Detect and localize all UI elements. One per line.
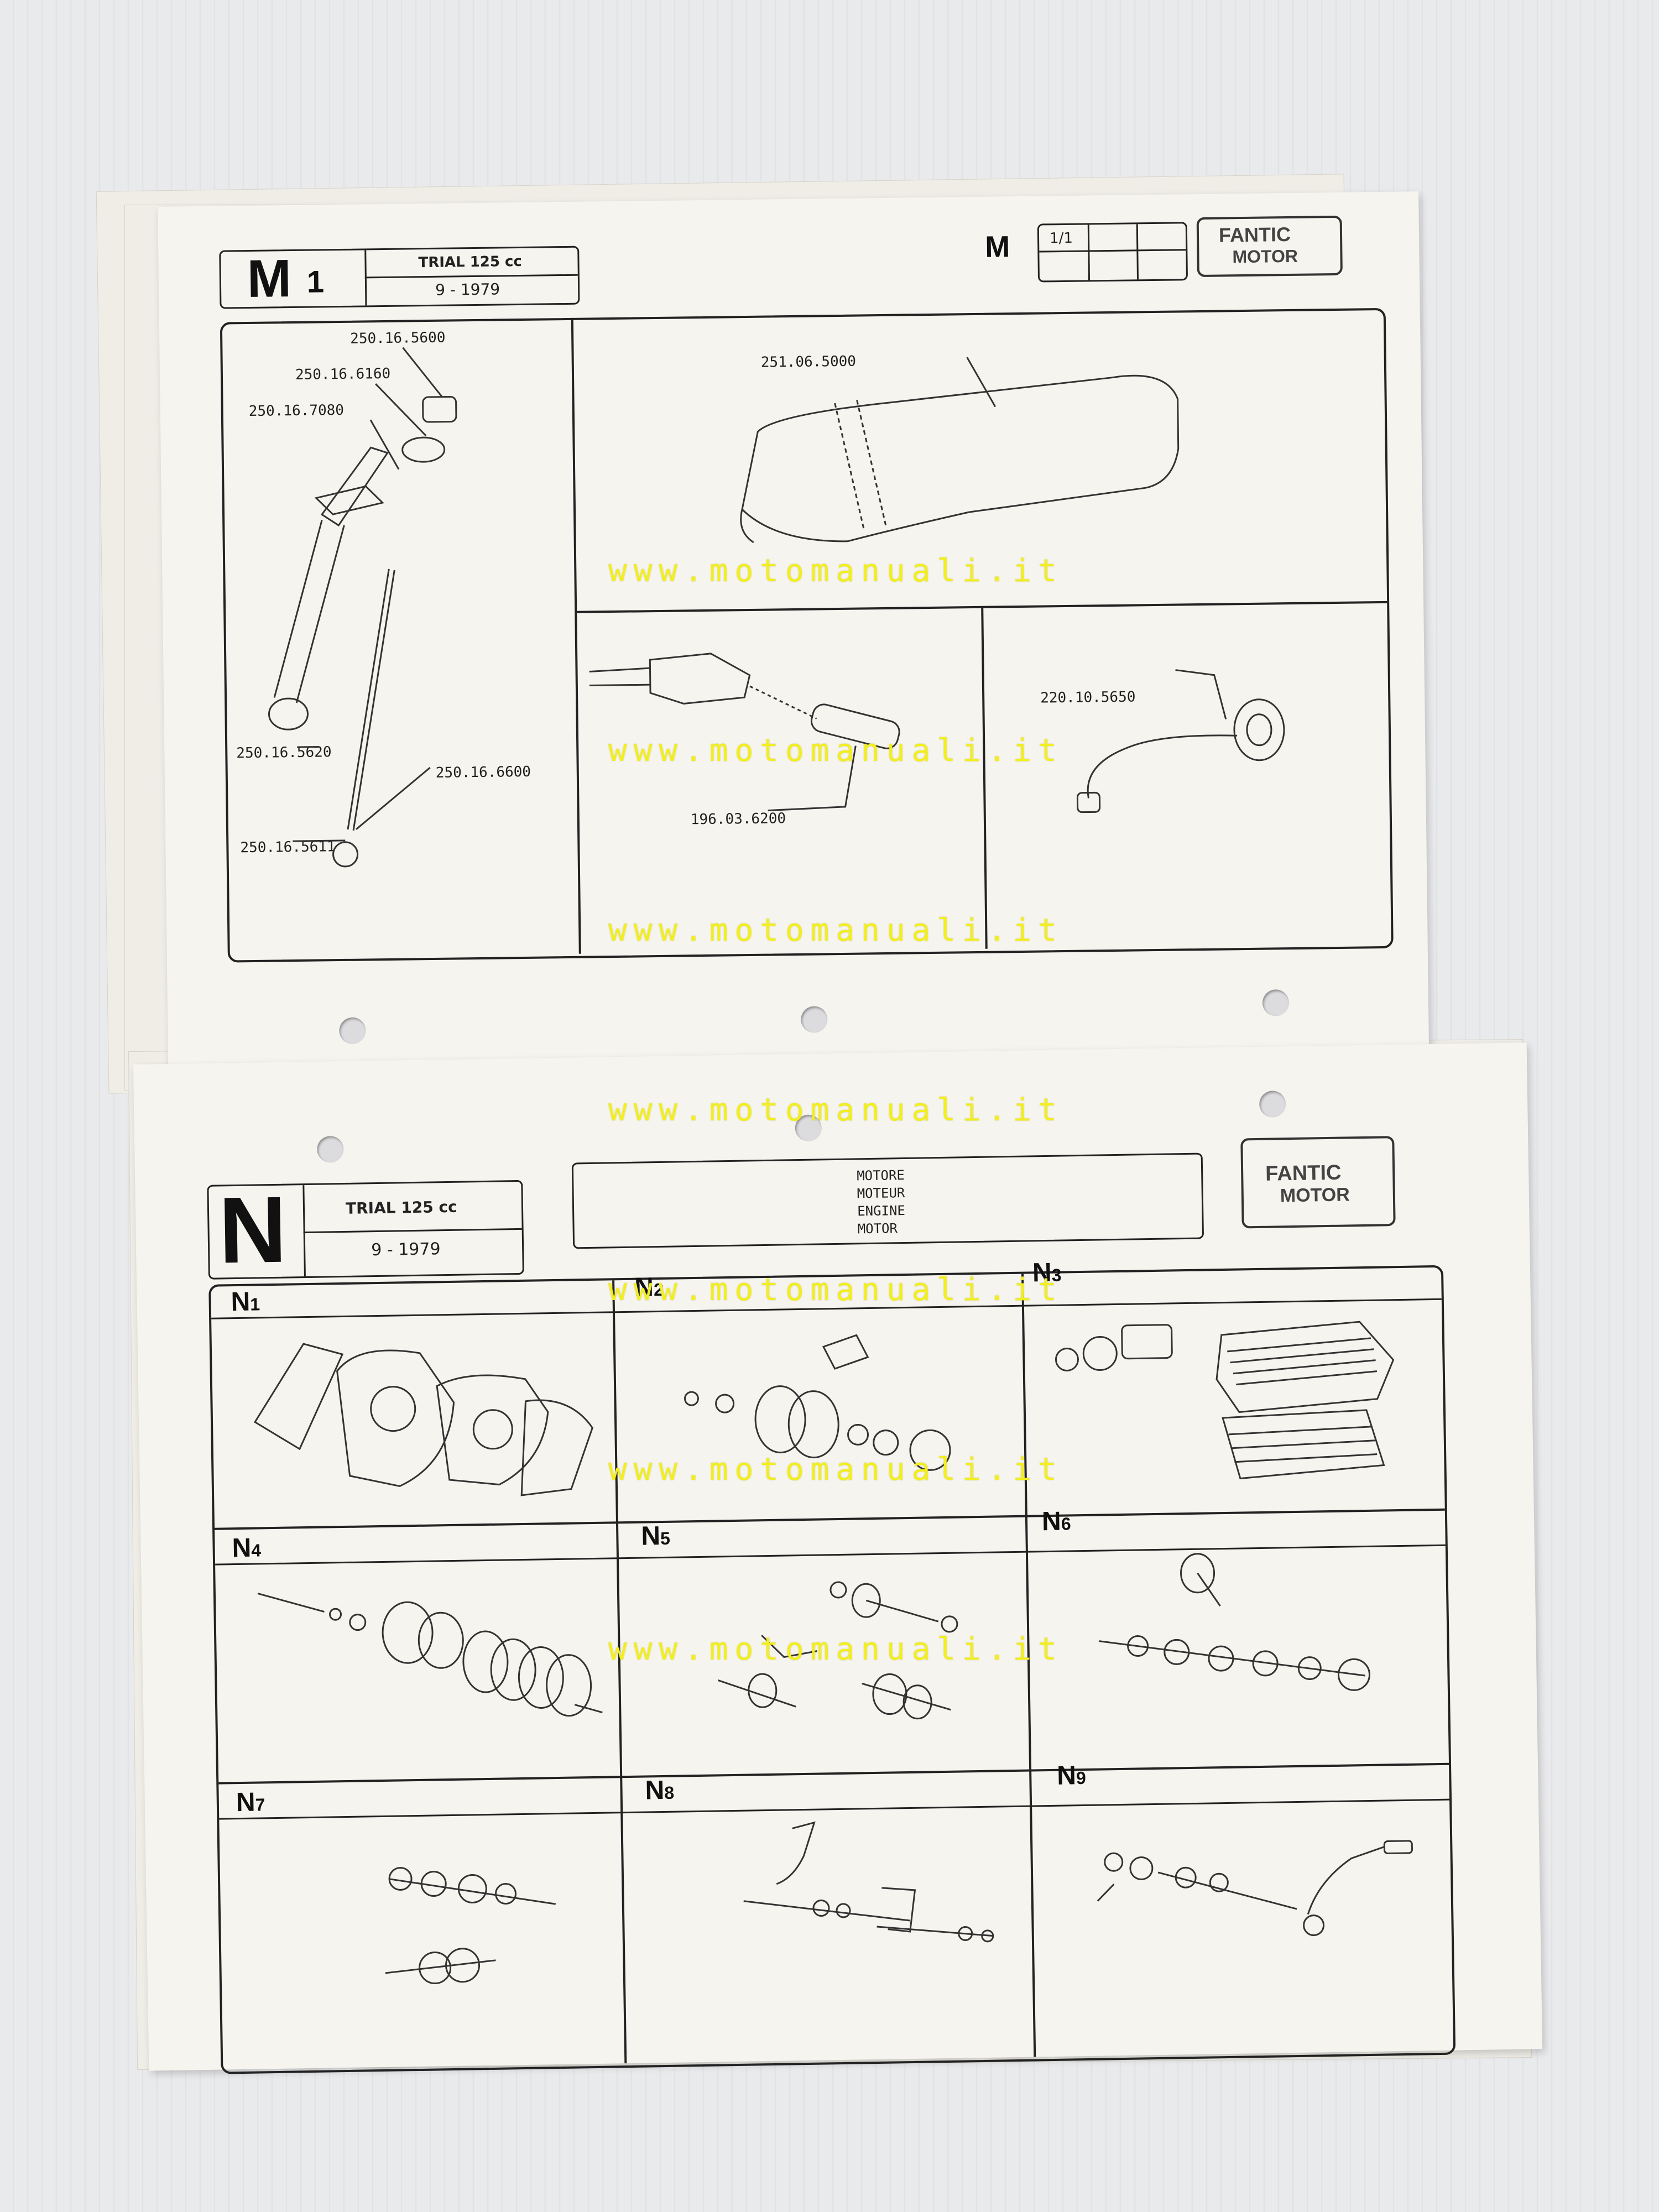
- binder-hole: [316, 1135, 344, 1163]
- binder-hole: [1262, 989, 1290, 1016]
- gear-shaft-drawing: [385, 1866, 556, 1985]
- sheet-m-date: 9 - 1979: [435, 280, 500, 299]
- sheet-m-model: TRIAL 125 cc: [418, 253, 523, 272]
- grip-drawing: [589, 653, 900, 812]
- clutch-drawing: [257, 1593, 603, 1717]
- watermark-text: www.motomanuali.it: [608, 553, 1063, 589]
- seat-drawing: [740, 357, 1180, 544]
- sheet-n-brand-logo: FANTIC MOTOR: [1240, 1136, 1396, 1229]
- sheet-n: N TRIAL 125 cc 9 - 1979 MOTORE MOTEUR EN…: [133, 1042, 1543, 2074]
- sheet-m-section-letter: M: [984, 230, 1010, 264]
- logo-fantic-text: FANTIC: [1265, 1161, 1342, 1186]
- section-label-n7: N7: [236, 1787, 265, 1818]
- watermark-text: www.motomanuali.it: [608, 1452, 1063, 1488]
- section-label-n8: N8: [645, 1775, 675, 1806]
- binder-hole: [339, 1017, 366, 1045]
- logo-motor-text: MOTOR: [1280, 1184, 1350, 1207]
- section-label-n5: N5: [640, 1521, 671, 1551]
- watermark-text: www.motomanuali.it: [608, 1092, 1063, 1128]
- section-label-n1: N1: [231, 1287, 260, 1317]
- cylinder-drawing: [1055, 1321, 1395, 1480]
- sheet-m: M 1 TRIAL 125 cc 9 - 1979 M 1/1 FANTIC M…: [158, 191, 1430, 1097]
- section-label-n4: N4: [232, 1533, 262, 1563]
- logo-fantic-text: FANTIC: [1218, 222, 1291, 247]
- kickstart-drawing: [1097, 1840, 1413, 1937]
- section-label-n9: N9: [1056, 1761, 1087, 1791]
- shaft-drawing: [1099, 1553, 1370, 1691]
- crankcase-drawing: [253, 1343, 593, 1496]
- sheet-n-title-line: MOTORE: [856, 1167, 905, 1184]
- sheet-n-title-line: MOTEUR: [857, 1185, 905, 1202]
- gearbox-drawing: [718, 1581, 958, 1720]
- sheet-m-code-number: 1: [306, 264, 325, 299]
- section-label-n6: N6: [1041, 1506, 1071, 1537]
- watermark-text: www.motomanuali.it: [608, 1272, 1063, 1308]
- selector-drawing: [743, 1821, 994, 1943]
- sheet-n-code-letter: N: [218, 1177, 288, 1284]
- sheet-m-page-number: 1/1: [1049, 229, 1073, 247]
- sheet-m-code-letter: M: [247, 249, 292, 309]
- sheet-m-brand-logo: FANTIC MOTOR: [1196, 215, 1343, 278]
- sheet-n-model: TRIAL 125 cc: [345, 1197, 457, 1218]
- sheet-n-title-line: ENGINE: [857, 1203, 906, 1219]
- sheet-n-title-line: MOTOR: [857, 1220, 898, 1237]
- fork-assembly-drawing: [268, 347, 457, 868]
- binder-hole: [801, 1006, 828, 1033]
- watermark-text: www.motomanuali.it: [608, 912, 1063, 948]
- crankshaft-drawing: [684, 1334, 951, 1471]
- mirror-drawing: [1076, 669, 1285, 813]
- watermark-text: www.motomanuali.it: [608, 733, 1063, 769]
- watermark-text: www.motomanuali.it: [608, 1631, 1063, 1667]
- binder-hole: [1259, 1091, 1286, 1118]
- sheet-n-date: 9 - 1979: [371, 1239, 441, 1260]
- logo-motor-text: MOTOR: [1232, 246, 1298, 267]
